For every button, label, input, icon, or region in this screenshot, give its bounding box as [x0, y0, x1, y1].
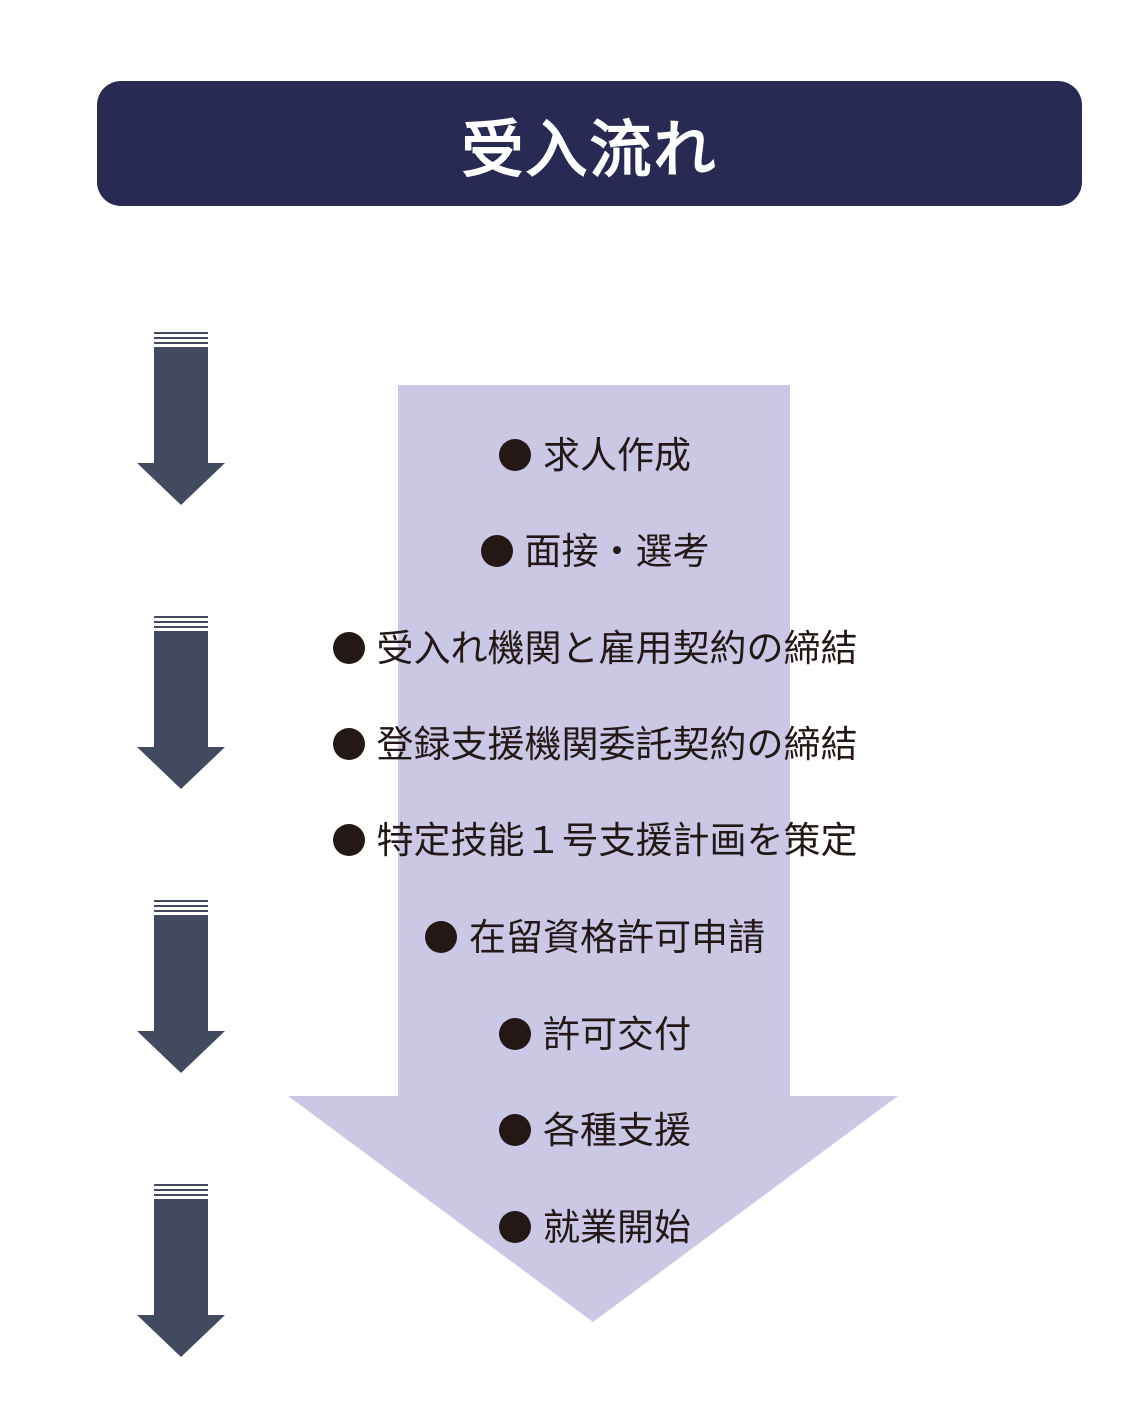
flow-step-label: 特定技能１号支援計画を策定 — [376, 819, 858, 862]
bullet-icon — [332, 824, 365, 856]
bullet-icon — [499, 1018, 531, 1050]
bullet-icon — [480, 535, 513, 567]
flow-step-label: 就業開始 — [543, 1206, 691, 1249]
page-title: 受入流れ — [461, 112, 718, 186]
flow-step: 特定技能１号支援計画を策定 — [0, 818, 1141, 864]
bullet-icon — [425, 921, 457, 953]
bullet-icon — [332, 632, 365, 664]
flow-step: 受入れ機関と雇用契約の締結 — [0, 626, 1141, 672]
flow-step: 求人作成 — [0, 433, 1141, 479]
flow-step-label: 受入れ機関と雇用契約の締結 — [376, 627, 858, 670]
side-down-arrow-icon — [137, 616, 225, 789]
flow-step: 登録支援機関委託契約の締結 — [0, 722, 1141, 768]
bullet-icon — [332, 728, 365, 760]
title-banner: 受入流れ — [97, 81, 1082, 206]
flow-step-label: 面接・選考 — [524, 530, 710, 573]
bullet-icon — [499, 1114, 531, 1146]
flow-step: 在留資格許可申請 — [0, 915, 1141, 961]
bullet-icon — [499, 1211, 531, 1243]
side-down-arrow-icon — [137, 900, 225, 1073]
side-down-arrow-icon — [137, 1184, 225, 1357]
flow-step-label: 各種支援 — [543, 1109, 691, 1152]
flow-step: 面接・選考 — [0, 529, 1141, 575]
flow-step-label: 許可交付 — [543, 1013, 691, 1056]
flow-step-label: 在留資格許可申請 — [469, 916, 765, 959]
bullet-icon — [499, 439, 531, 471]
flow-step-label: 求人作成 — [543, 434, 691, 477]
flow-step: 就業開始 — [0, 1205, 1141, 1251]
side-down-arrow-icon — [137, 332, 225, 505]
flow-step: 各種支援 — [0, 1108, 1141, 1154]
flow-step-label: 登録支援機関委託契約の締結 — [376, 723, 858, 766]
flow-main-arrow-shape — [288, 385, 898, 1322]
flow-step: 許可交付 — [0, 1012, 1141, 1058]
